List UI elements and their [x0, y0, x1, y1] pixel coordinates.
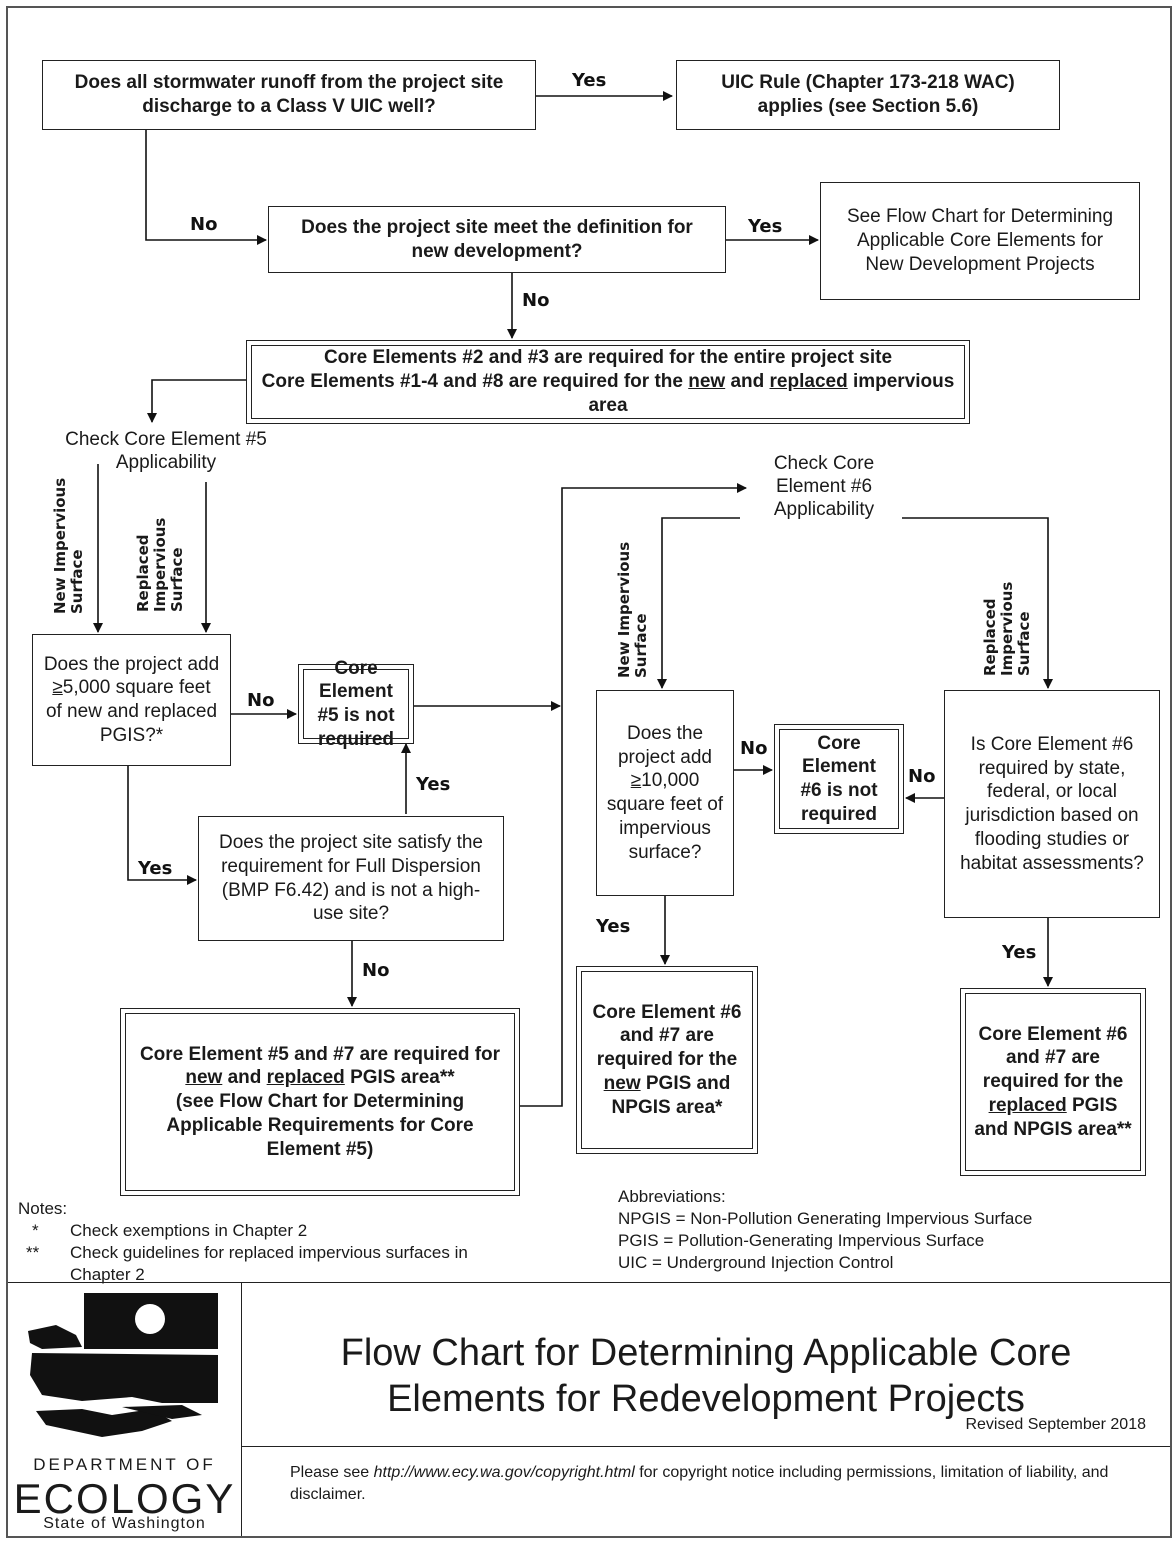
- footer-logo-panel: DEPARTMENT OF ECOLOGY State of Washingto…: [8, 1283, 242, 1536]
- uic-rule-text: UIC Rule (Chapter 173-218 WAC) applies (…: [721, 72, 1015, 117]
- notes-section: Notes: * Check exemptions in Chapter 2 *…: [18, 1198, 498, 1286]
- edge-label-no: No: [908, 766, 936, 787]
- label-replaced-impervious-surface: Replaced Impervious Surface: [134, 517, 186, 612]
- note-item: ** Check guidelines for replaced impervi…: [26, 1243, 468, 1284]
- core-element-6-and-7-replaced-box: Core Element #6 and #7 are required for …: [960, 988, 1146, 1176]
- abbreviation-item: PGIS = Pollution-Generating Impervious S…: [618, 1231, 985, 1250]
- edge-label-no: No: [522, 290, 550, 311]
- see-new-development-text: See Flow Chart for Determining Applicabl…: [846, 206, 1114, 275]
- question-10000-text: Does the project add ≥10,000 square feet…: [606, 722, 724, 863]
- footer-divider: [8, 1282, 1170, 1283]
- note-item: * Check exemptions in Chapter 2: [32, 1221, 308, 1240]
- question-uic-discharge: Does all stormwater runoff from the proj…: [42, 60, 536, 130]
- question-5000-text: Does the project add ≥5,000 square feet …: [43, 653, 220, 746]
- question-ce6-required-text: Is Core Element #6 required by state, fe…: [960, 733, 1144, 874]
- question-new-development: Does the project site meet the definitio…: [268, 206, 726, 273]
- ce6-7-new-text: Core Element #6 and #7 are required for …: [592, 1001, 742, 1118]
- edge-label-no: No: [740, 738, 768, 759]
- ce6-not-required-text: Core Element #6 is not required: [800, 732, 878, 825]
- core-elements-required-box: Core Elements #2 and #3 are required for…: [246, 340, 970, 424]
- logo-line-2: ECOLOGY: [13, 1475, 236, 1522]
- label-new-impervious-surface: New Impervious Surface: [51, 477, 86, 614]
- question-full-dispersion: Does the project site satisfy the requir…: [198, 816, 504, 941]
- core-element-5-not-required-box: Core Element #5 is not required: [298, 658, 414, 750]
- core-element-5-and-7-required-box: Core Element #5 and #7 are required for …: [120, 1008, 520, 1196]
- question-full-dispersion-text: Does the project site satisfy the requir…: [218, 832, 483, 925]
- core-element-6-not-required-box: Core Element #6 is not required: [774, 724, 904, 834]
- label-replaced-impervious-surface: Replaced Impervious Surface: [981, 581, 1033, 676]
- question-new-development-text: Does the project site meet the definitio…: [301, 216, 693, 262]
- edge-label-no: No: [190, 214, 218, 235]
- abbreviations-section: Abbreviations: NPGIS = Non-Pollution Gen…: [618, 1186, 1158, 1274]
- core-elements-line-1: Core Elements #2 and #3 are required for…: [323, 347, 893, 369]
- abbreviation-item: UIC = Underground Injection Control: [618, 1253, 894, 1272]
- edge-label-no: No: [247, 690, 275, 711]
- edge-label-yes: Yes: [1002, 942, 1037, 963]
- copyright-link[interactable]: http://www.ecy.wa.gov/copyright.html: [373, 1464, 635, 1481]
- footer-revised: Revised September 2018: [965, 1416, 1146, 1433]
- uic-rule-box: UIC Rule (Chapter 173-218 WAC) applies (…: [676, 60, 1060, 130]
- edge-label-yes: Yes: [138, 858, 173, 879]
- edge-label-yes: Yes: [416, 774, 451, 795]
- label-new-impervious-surface: New Impervious Surface: [615, 541, 650, 678]
- ce5-7-line-1: Core Element #5 and #7 are required for …: [139, 1043, 501, 1089]
- abbreviations-title: Abbreviations:: [618, 1187, 726, 1206]
- edge-label-yes: Yes: [572, 70, 607, 91]
- footer-copyright: Please see http://www.ecy.wa.gov/copyrig…: [290, 1464, 1109, 1503]
- edge-label-yes: Yes: [748, 216, 783, 237]
- ce6-7-replaced-text: Core Element #6 and #7 are required for …: [974, 1023, 1132, 1140]
- logo-line-3: State of Washington: [43, 1515, 206, 1532]
- ce5-7-line-2: (see Flow Chart for Determining Applicab…: [166, 1091, 474, 1160]
- check-core-element-5: Check Core Element #5 Applicability: [65, 429, 267, 473]
- edge-label-yes: Yes: [596, 916, 631, 937]
- ce5-not-required-text: Core Element #5 is not required: [317, 657, 395, 750]
- footer-divider: [241, 1446, 1170, 1447]
- see-new-development-chart-box: See Flow Chart for Determining Applicabl…: [820, 182, 1140, 300]
- question-uic-text: Does all stormwater runoff from the proj…: [74, 72, 504, 117]
- ecology-logo-icon: [28, 1293, 218, 1437]
- abbreviation-item: NPGIS = Non-Pollution Generating Impervi…: [618, 1209, 1033, 1228]
- check-core-element-6: Check Core Element #6 Applicability: [773, 453, 875, 520]
- footer-title: Flow Chart for Determining Applicable Co…: [340, 1332, 1072, 1420]
- page-frame: [6, 6, 1172, 1538]
- question-5000-sqft: Does the project add ≥5,000 square feet …: [32, 634, 231, 766]
- edge-label-no: No: [362, 960, 390, 981]
- core-element-6-and-7-new-box: Core Element #6 and #7 are required for …: [576, 966, 758, 1154]
- logo-line-1: DEPARTMENT OF: [33, 1455, 216, 1474]
- core-elements-line-2: Core Elements #1-4 and #8 are required f…: [261, 371, 955, 416]
- question-core-element-6-required: Is Core Element #6 required by state, fe…: [944, 690, 1160, 918]
- notes-title: Notes:: [18, 1199, 68, 1218]
- question-10000-sqft: Does the project add ≥10,000 square feet…: [596, 690, 734, 896]
